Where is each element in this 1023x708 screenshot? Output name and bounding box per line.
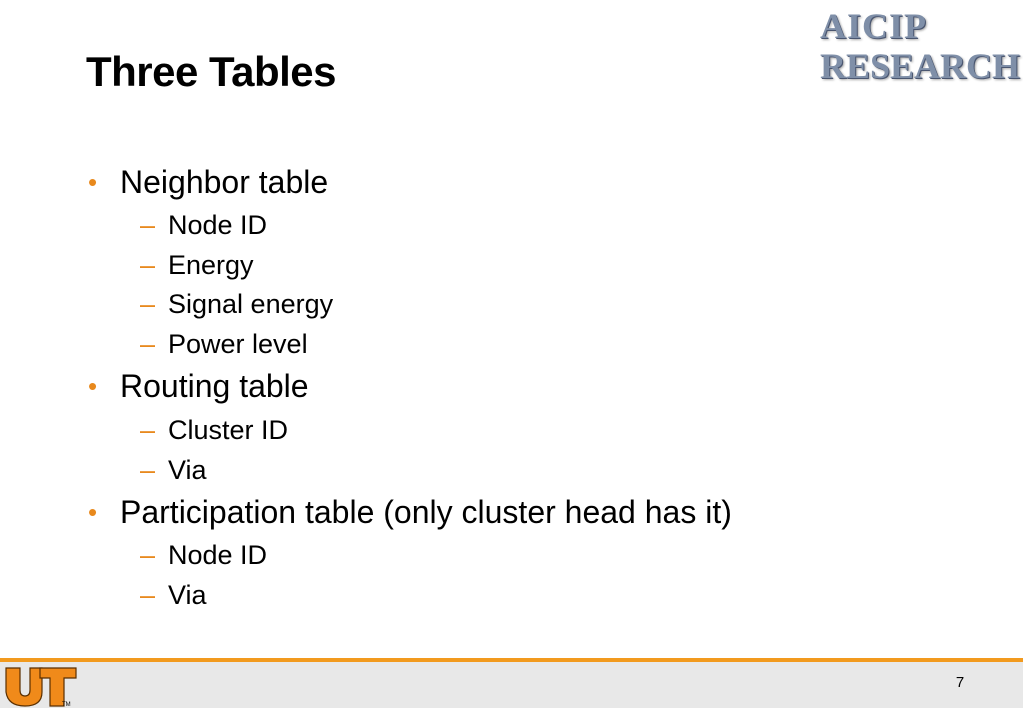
dash-icon: – [140,540,156,570]
sub-bullet-text: Node ID [168,540,268,570]
page-number: 7 [955,674,965,691]
footer-bar [0,662,1023,708]
sub-bullet-text: Via [168,580,207,610]
sub-bullet-text: Signal energy [168,289,334,319]
aicip-research-logo: AICIP RESEARCH [818,6,1021,86]
logo-line-1: AICIP [820,6,928,46]
dash-icon: – [140,415,156,445]
dash-icon: – [140,329,156,359]
dash-icon: – [140,455,156,485]
dash-icon: – [140,210,156,240]
bullet-text: Routing table [120,368,309,404]
footer-divider [0,658,1023,662]
slide-title: Three Tables [86,48,336,95]
sub-bullet-text: Energy [168,250,254,280]
bullet-icon: • [88,371,98,401]
bullet-icon: • [88,167,98,197]
dash-icon: – [140,289,156,319]
sub-bullet-text: Cluster ID [168,415,289,445]
logo-line-2: RESEARCH [820,46,1021,86]
bullet-text: Participation table (only cluster head h… [120,494,732,530]
sub-bullet-text: Via [168,455,207,485]
dash-icon: – [140,250,156,280]
ut-orange-logo: TM [5,667,77,708]
sub-bullet-text: Node ID [168,210,268,240]
bullet-list: • Neighbor table – Node ID – Energy – Si… [88,164,732,610]
bullet-text: Neighbor table [120,164,329,200]
trademark-mark: TM [62,702,71,708]
sub-bullet-text: Power level [168,329,308,359]
bullet-icon: • [88,497,98,527]
dash-icon: – [140,580,156,610]
